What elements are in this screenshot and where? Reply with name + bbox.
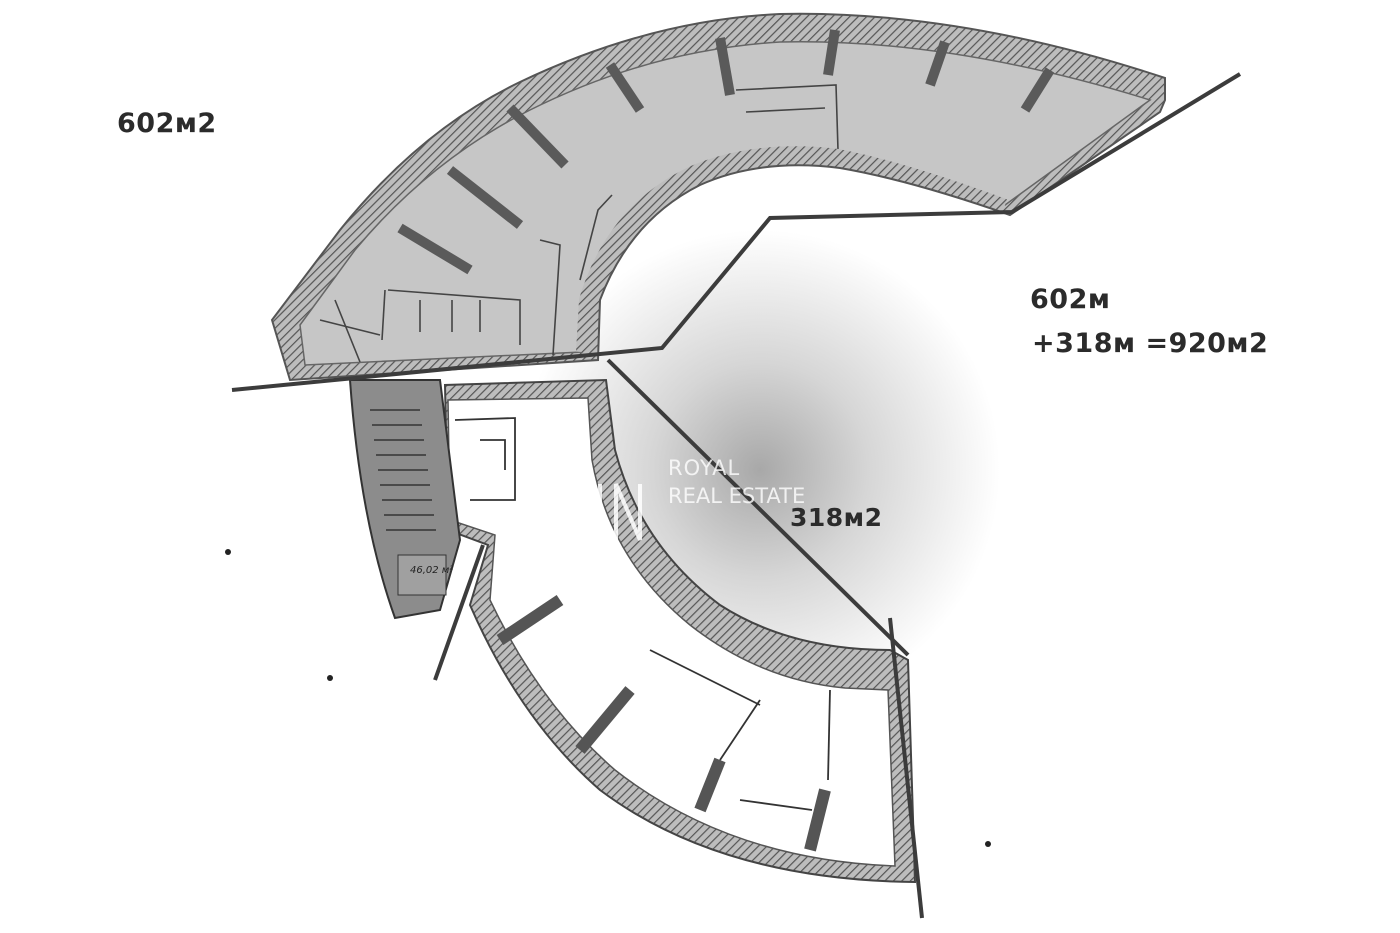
lower-wing <box>348 378 917 884</box>
combined-area-line1: 602м <box>1030 284 1111 315</box>
upper-inner-wall <box>576 146 1008 353</box>
stair-room-area-label: 46,02 м² <box>410 565 454 576</box>
upper-wing <box>270 12 1166 382</box>
watermark-logo-icon <box>582 483 642 541</box>
combined-area-line2: +318м =920м2 <box>1032 328 1269 359</box>
upper-wing-area-label: 602м2 <box>117 108 217 139</box>
watermark-line2: REAL ESTATE <box>668 484 806 508</box>
stair-landing <box>397 554 447 596</box>
watermark-line1: ROYAL <box>668 456 741 480</box>
lower-wing-area-label: 318м2 <box>790 503 883 532</box>
plan-dots <box>225 549 991 847</box>
division-lines <box>231 72 1242 919</box>
